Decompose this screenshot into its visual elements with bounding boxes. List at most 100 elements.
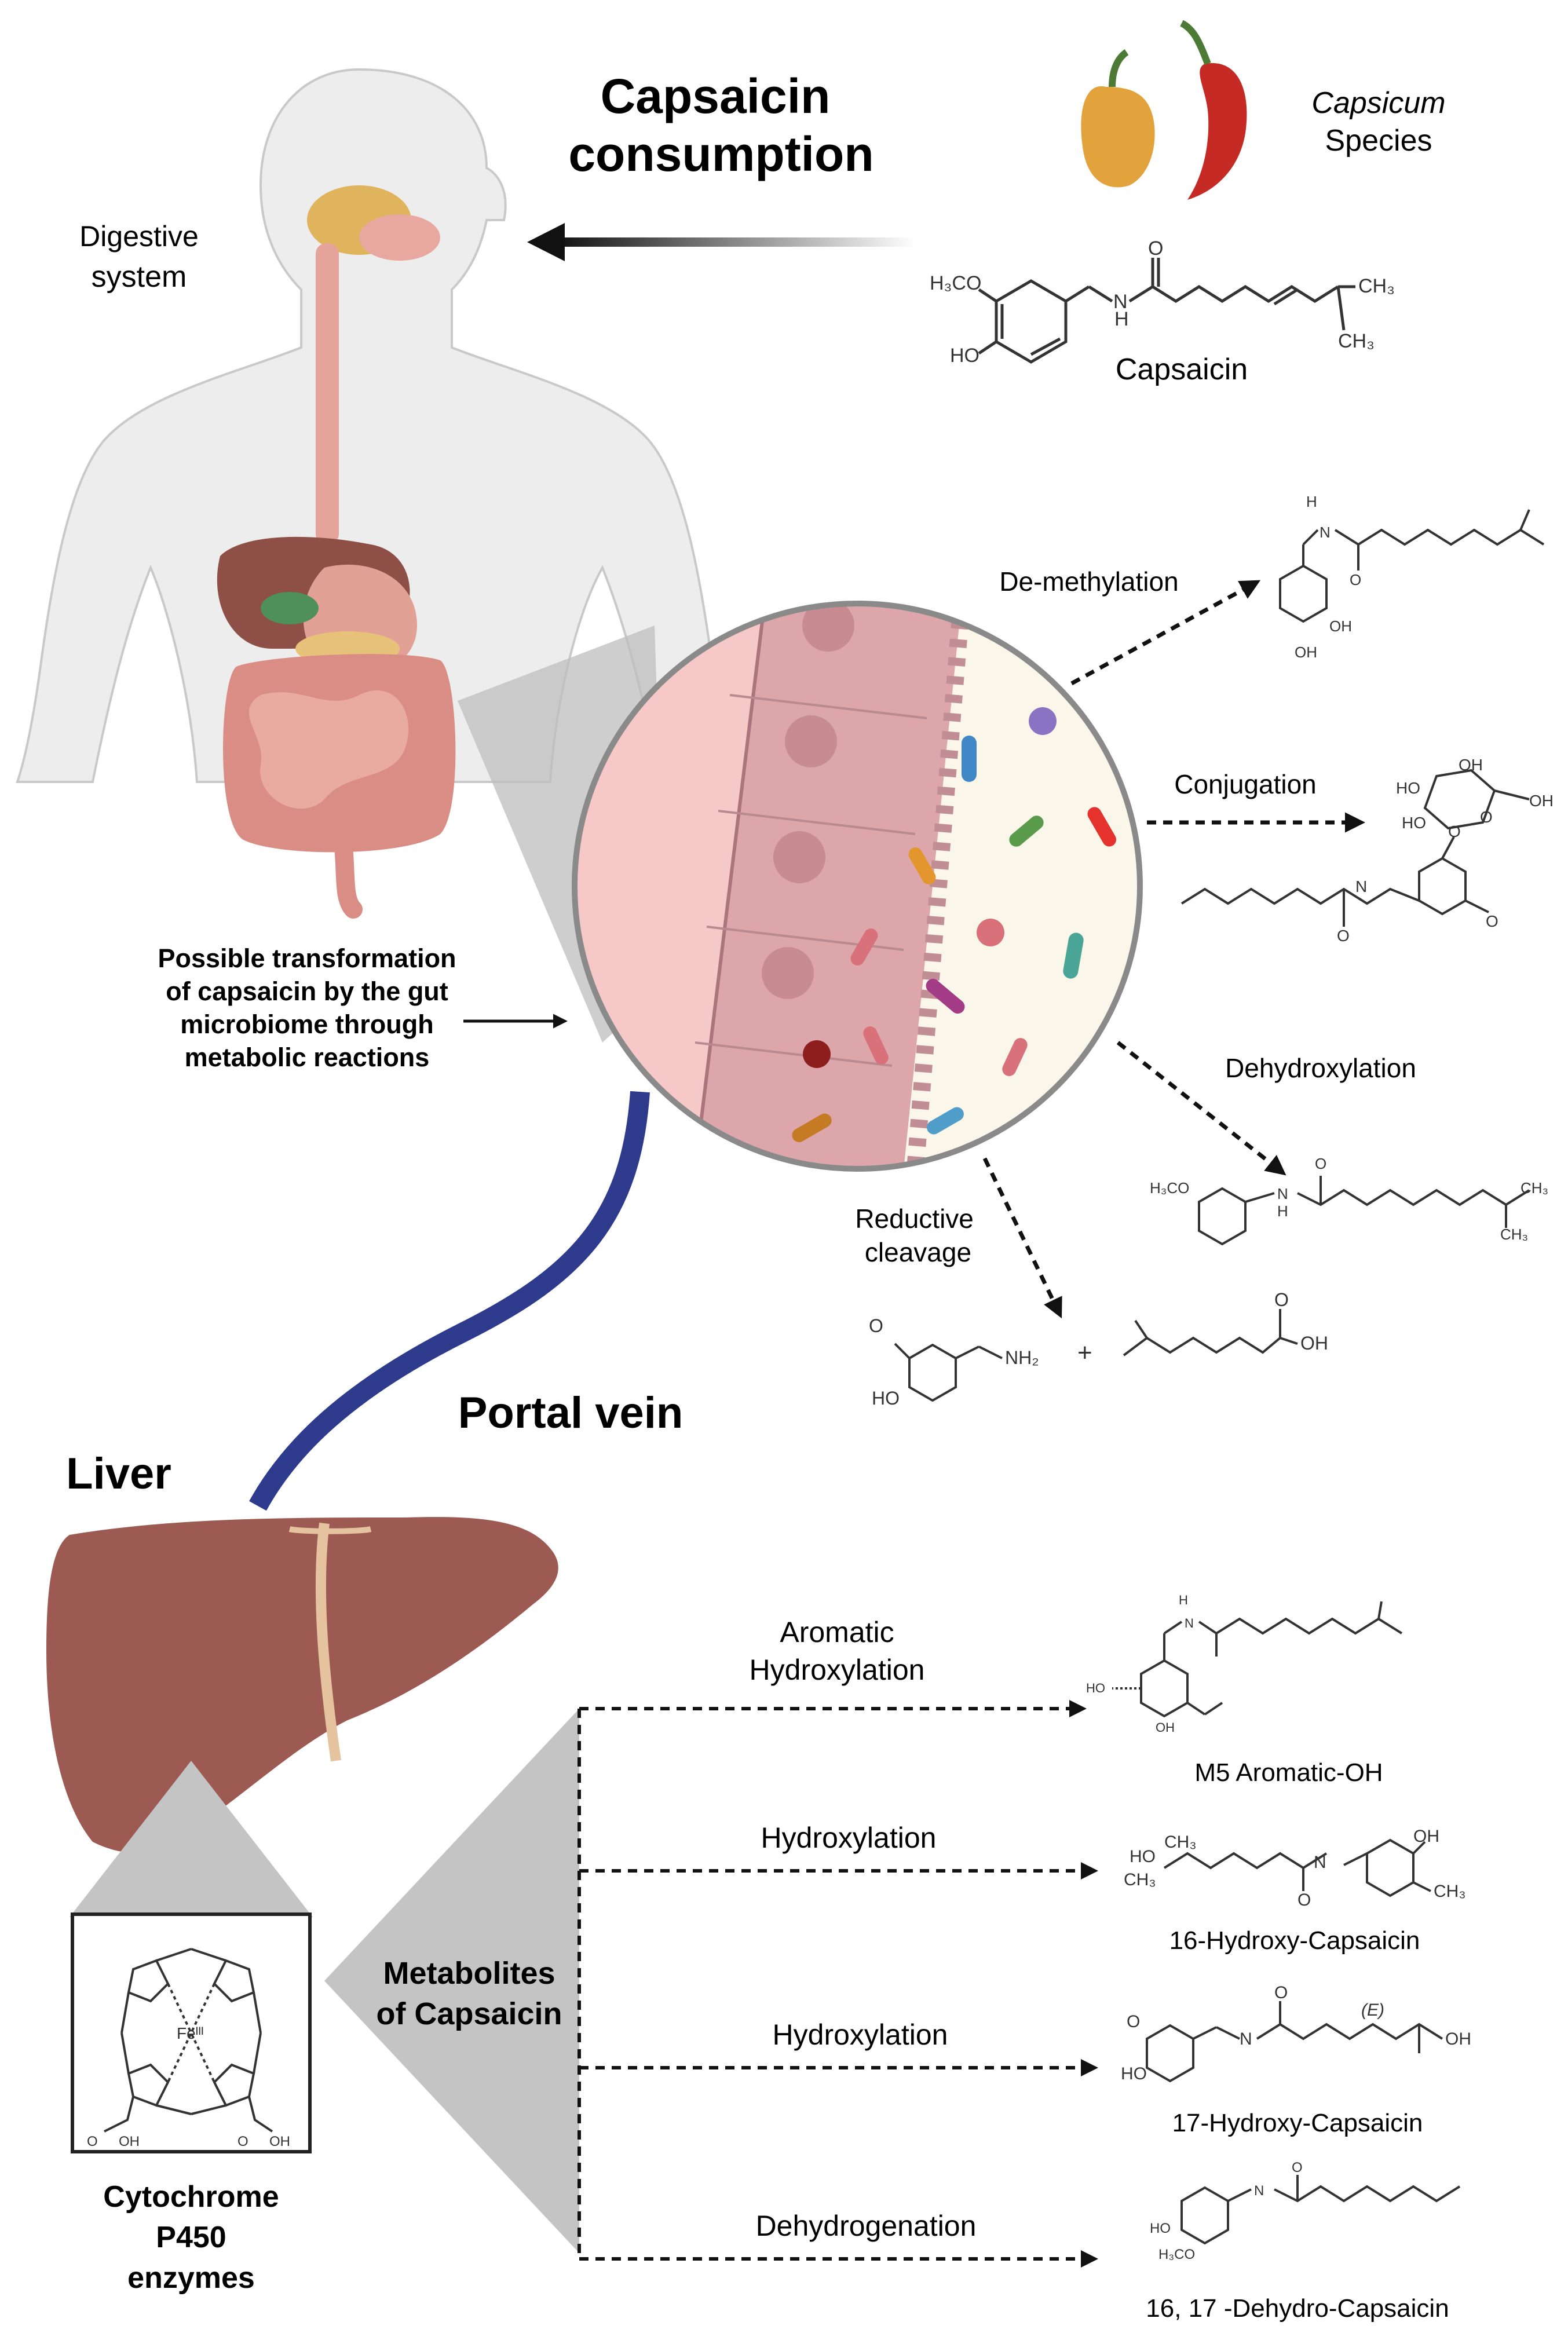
dehydrox-o: O bbox=[1315, 1155, 1326, 1172]
liver-zoom-cone bbox=[70, 1761, 313, 1917]
dehydrox-ch3-2: CH₃ bbox=[1500, 1226, 1528, 1243]
reductive-line-2: cleavage bbox=[865, 1237, 971, 1267]
capsaicin-h: H bbox=[1114, 308, 1129, 330]
heme-structure bbox=[104, 1948, 273, 2133]
heme-oh-1: OH bbox=[119, 2134, 140, 2149]
gut-note-line-4: metabolic reactions bbox=[185, 1043, 430, 1072]
m5-structure bbox=[1112, 1601, 1403, 1718]
cleave-o-acid: O bbox=[1274, 1289, 1289, 1310]
cleave-plus: + bbox=[1077, 1339, 1092, 1367]
dh-ho: HO bbox=[1150, 2221, 1171, 2236]
m5-ho: HO bbox=[1086, 1681, 1105, 1695]
dehydrox-h: H bbox=[1277, 1202, 1288, 1220]
h17-ho: HO bbox=[1121, 2064, 1147, 2083]
portal-vein-label: Portal vein bbox=[458, 1388, 684, 1438]
conj-ho-2: HO bbox=[1402, 814, 1426, 832]
metabolites-line-2: of Capsaicin bbox=[376, 1996, 562, 2031]
conj-o-link: O bbox=[1448, 822, 1461, 840]
gut-microbiome-magnifier bbox=[572, 601, 1143, 1172]
dh-n: N bbox=[1254, 2183, 1264, 2199]
h16-n: N bbox=[1314, 1853, 1326, 1872]
h16-product-label: 16-Hydroxy-Capsaicin bbox=[1169, 1926, 1420, 1955]
consumption-arrow bbox=[527, 223, 915, 261]
microbiome-reaction-arrows bbox=[982, 580, 1365, 1319]
reaction-dehydroxylation: Dehydroxylation bbox=[1225, 1053, 1416, 1083]
h17-e: (E) bbox=[1361, 2001, 1384, 2020]
demethyl-o: O bbox=[1350, 571, 1361, 588]
gut-note-line-2: of capsaicin by the gut bbox=[166, 977, 448, 1006]
conj-o-methoxy: O bbox=[1486, 912, 1498, 930]
dehydro-structure bbox=[1180, 2175, 1461, 2245]
liver-r1-line-1: Aromatic bbox=[780, 1616, 894, 1648]
metabolites-line-1: Metabolites bbox=[383, 1956, 555, 1991]
h17-n: N bbox=[1240, 2030, 1252, 2049]
h16-o: O bbox=[1297, 1890, 1311, 1910]
h17-oh: OH bbox=[1445, 2030, 1471, 2049]
conj-oh-right: OH bbox=[1529, 792, 1554, 810]
capsaicin-h3co: H₃CO bbox=[930, 272, 981, 294]
m5-product-label: M5 Aromatic-OH bbox=[1194, 1758, 1383, 1787]
demethyl-oh-1: OH bbox=[1329, 617, 1352, 635]
digestive-system-label-2: system bbox=[92, 260, 187, 294]
capsaicin-structure bbox=[978, 258, 1355, 364]
liver-r4-label: Dehydrogenation bbox=[756, 2210, 977, 2242]
16-hydroxy-structure bbox=[1163, 1838, 1431, 1897]
m5-h: H bbox=[1179, 1593, 1188, 1607]
liver-r2-label: Hydroxylation bbox=[761, 1822, 937, 1854]
dehydro-product-label: 16, 17 -Dehydro-Capsaicin bbox=[1146, 2294, 1449, 2323]
capsicum-label: Capsicum bbox=[1311, 86, 1445, 120]
cleave-ho: HO bbox=[872, 1388, 900, 1409]
gut-note-line-1: Possible transformation bbox=[158, 944, 456, 973]
dh-o: O bbox=[1292, 2160, 1303, 2175]
cleave-o: O bbox=[869, 1315, 883, 1336]
cyp-line-3: enzymes bbox=[127, 2261, 255, 2295]
h16-h3c: CH₃ bbox=[1124, 1870, 1156, 1889]
h16-och3: CH₃ bbox=[1434, 1882, 1466, 1901]
cleave-oh: OH bbox=[1300, 1333, 1328, 1354]
species-label: Species bbox=[1325, 124, 1432, 158]
conj-o-ring: O bbox=[1480, 808, 1493, 826]
h16-oh: OH bbox=[1413, 1827, 1439, 1846]
conj-oh-top: OH bbox=[1459, 756, 1483, 774]
digestive-system-label-1: Digestive bbox=[79, 220, 199, 253]
liver-reaction-arrows bbox=[578, 1700, 1098, 2268]
conj-n: N bbox=[1355, 877, 1367, 895]
capsaicin-o: O bbox=[1148, 237, 1163, 259]
cyp-line-1: Cytochrome bbox=[103, 2180, 279, 2214]
dehydrox-ch3-1: CH₃ bbox=[1521, 1179, 1548, 1197]
17-hydroxy-structure bbox=[1146, 2001, 1443, 2083]
heme-o-2: O bbox=[237, 2134, 248, 2149]
capsaicin-ch3-bottom: CH₃ bbox=[1338, 330, 1375, 352]
heme-fe: Feᴵᴵᴵ bbox=[177, 2024, 204, 2042]
dehydrox-n: N bbox=[1277, 1185, 1288, 1202]
pepper-icons bbox=[1081, 20, 1247, 200]
h17-o: O bbox=[1127, 2012, 1140, 2031]
consumption-title-2: consumption bbox=[568, 127, 873, 181]
metabolites-cone bbox=[324, 1709, 579, 2253]
reaction-demethylation: De-methylation bbox=[999, 566, 1178, 597]
demethyl-h: H bbox=[1306, 493, 1317, 510]
cleave-nh2: NH₂ bbox=[1005, 1347, 1039, 1368]
capsaicin-name: Capsaicin bbox=[1116, 353, 1248, 386]
reaction-conjugation: Conjugation bbox=[1174, 769, 1317, 799]
h17-product-label: 17-Hydroxy-Capsaicin bbox=[1172, 2109, 1423, 2137]
demethyl-oh-2: OH bbox=[1295, 643, 1317, 661]
liver-illustration bbox=[46, 1517, 558, 1853]
reductive-cleavage-products bbox=[894, 1309, 1298, 1402]
liver-label: Liver bbox=[66, 1449, 171, 1498]
conjugation-product bbox=[1180, 769, 1530, 927]
heme-o-1: O bbox=[87, 2134, 98, 2149]
heme-oh-2: OH bbox=[269, 2134, 290, 2149]
portal-vein-tube bbox=[249, 1091, 650, 1511]
gut-note-line-3: microbiome through bbox=[180, 1010, 434, 1039]
h16-ch3-top: CH₃ bbox=[1164, 1833, 1197, 1852]
bacterium bbox=[962, 736, 977, 782]
dh-h3co: H₃CO bbox=[1158, 2247, 1195, 2262]
capsaicin-n: N bbox=[1113, 291, 1128, 313]
heme-structure-box bbox=[71, 1913, 312, 2153]
liver-r1-line-2: Hydroxylation bbox=[750, 1654, 925, 1686]
capsaicin-ho: HO bbox=[950, 345, 979, 367]
conj-ho-1: HO bbox=[1396, 779, 1420, 797]
dehydroxylation-product bbox=[1198, 1176, 1530, 1246]
